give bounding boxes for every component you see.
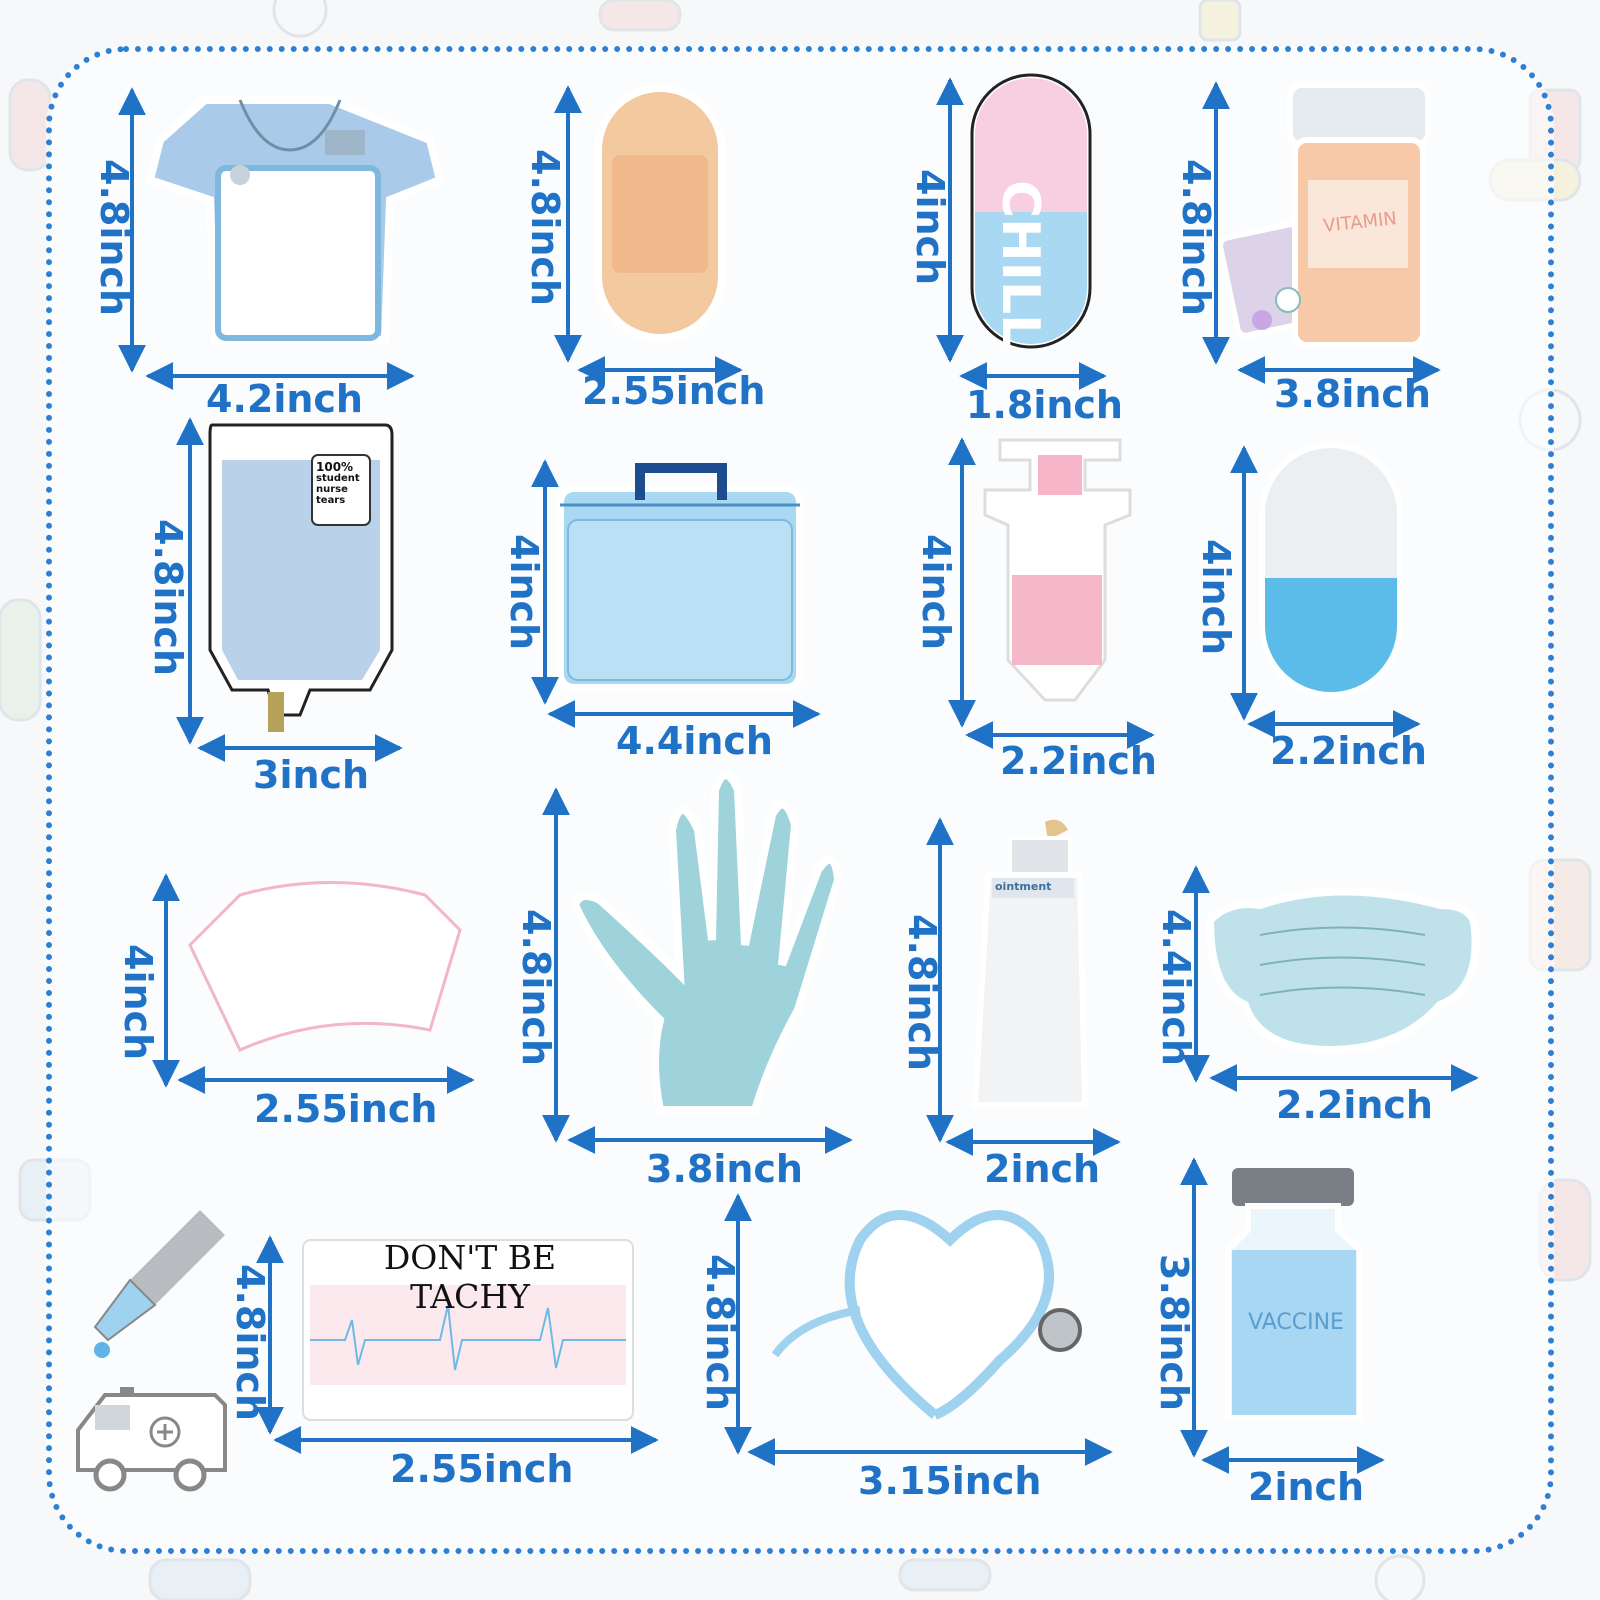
bandage-width: 2.55inch xyxy=(582,369,766,413)
vitamin-jar-height: 4.8inch xyxy=(1174,159,1218,316)
medical-bag-width: 4.4inch xyxy=(616,719,773,763)
vitamin-jar-graphic xyxy=(1216,82,1431,348)
ecg-card-graphic xyxy=(302,1239,634,1421)
scrub-top-width: 4.2inch xyxy=(206,377,363,421)
capsule-height: 4inch xyxy=(1194,539,1238,656)
dropper-icon xyxy=(93,1210,225,1358)
ecg-card-width: 2.55inch xyxy=(390,1447,574,1491)
chill-pill-width: 1.8inch xyxy=(966,383,1123,427)
iv-bag-label: 100% student nurse tears xyxy=(316,460,360,506)
iv-bag-width: 3inch xyxy=(253,753,370,797)
stethoscope-graphic xyxy=(771,1210,1082,1420)
ointment-width: 2inch xyxy=(984,1147,1101,1191)
vaccine-label: VACCINE xyxy=(1248,1310,1344,1335)
syringe-graphic xyxy=(983,438,1132,702)
ecg-card-title: DON'T BE TACHY xyxy=(383,1238,557,1316)
nurse-cap-width: 2.55inch xyxy=(254,1087,438,1131)
chill-pill-height: 4inch xyxy=(908,169,952,286)
vaccine-height: 3.8inch xyxy=(1152,1254,1196,1411)
scrub-top-graphic xyxy=(145,96,445,344)
capsule-graphic xyxy=(1259,442,1403,698)
ecg-card-height: 4.8inch xyxy=(228,1264,272,1421)
chill-pill-text: CHILL xyxy=(990,180,1050,348)
face-mask-graphic xyxy=(1205,887,1480,1055)
vaccine-graphic xyxy=(1225,1168,1363,1421)
iv-bag-graphic xyxy=(208,423,394,732)
chill-pill-graphic xyxy=(970,73,1092,349)
bandage-graphic xyxy=(594,84,726,342)
ointment-label: ointment xyxy=(995,880,1052,893)
glove-height: 4.8inch xyxy=(514,909,558,1066)
ointment-graphic xyxy=(971,819,1089,1108)
nurse-cap-graphic xyxy=(188,881,462,1052)
stethoscope-height: 4.8inch xyxy=(698,1254,742,1411)
scrub-top-height: 4.8inch xyxy=(92,159,136,316)
iv-bag-height: 4.8inch xyxy=(146,519,190,676)
bandage-height: 4.8inch xyxy=(523,149,567,306)
medical-bag-graphic xyxy=(556,463,804,692)
vaccine-width: 2inch xyxy=(1248,1465,1365,1509)
nurse-cap-height: 4inch xyxy=(116,944,160,1061)
face-mask-width: 2.2inch xyxy=(1276,1083,1433,1127)
ambulance-icon xyxy=(76,1387,227,1492)
capsule-width: 2.2inch xyxy=(1270,729,1427,773)
vitamin-jar-width: 3.8inch xyxy=(1274,372,1431,416)
glove-graphic xyxy=(570,771,843,1114)
face-mask-height: 4.4inch xyxy=(1154,909,1198,1066)
syringe-width: 2.2inch xyxy=(1000,739,1157,783)
ointment-height: 4.8inch xyxy=(900,914,944,1071)
stethoscope-width: 3.15inch xyxy=(858,1459,1042,1503)
glove-width: 3.8inch xyxy=(646,1147,803,1191)
syringe-height: 4inch xyxy=(914,534,958,651)
medical-bag-height: 4inch xyxy=(502,534,546,651)
